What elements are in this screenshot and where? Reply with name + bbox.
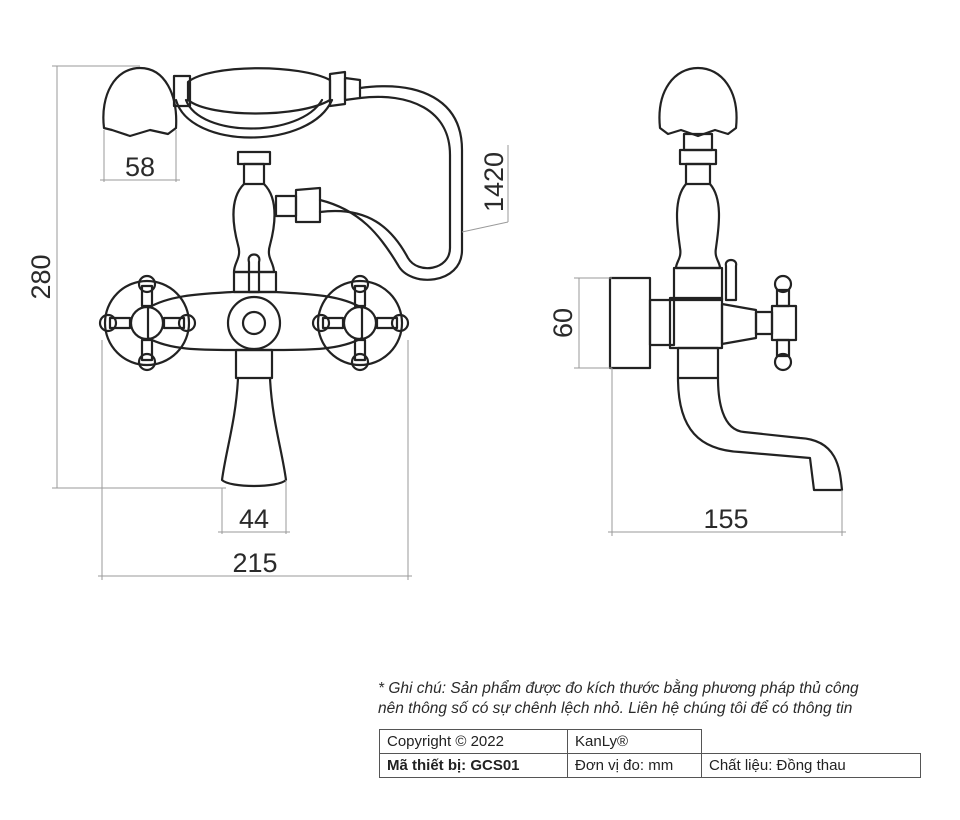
brand-cell: KanLy® (567, 729, 702, 754)
model-cell: Mã thiết bị: GCS01 (379, 753, 568, 778)
dim-155: 155 (703, 504, 748, 534)
info-table: Copyright © 2022 KanLy® Mã thiết bị: GCS… (379, 729, 921, 778)
riser (232, 182, 276, 274)
note-line-2: nên thông số có sự chênh lệch nhỏ. Liên … (378, 700, 853, 717)
side-spout (676, 376, 844, 492)
empty-cell (701, 729, 920, 754)
front-view (98, 66, 464, 488)
handset-holder (102, 66, 178, 138)
side-holder (658, 66, 738, 138)
material-cell: Chất liệu: Đồng thau (701, 753, 921, 778)
unit-cell: Đơn vị đo: mm (567, 753, 702, 778)
wall-flange (608, 276, 652, 370)
dim-1420: 1420 (479, 152, 509, 212)
measurement-note: * Ghi chú: Sản phẩm được đo kích thước b… (378, 679, 938, 719)
dim-44: 44 (239, 504, 269, 534)
right-wall-plate (316, 279, 404, 367)
handset-body (186, 67, 332, 115)
dim-58: 58 (125, 152, 155, 182)
side-view (608, 66, 844, 492)
dim-280: 280 (26, 254, 56, 299)
dim-60: 60 (548, 308, 578, 338)
note-line-1: * Ghi chú: Sản phẩm được đo kích thước b… (378, 680, 859, 697)
copyright-cell: Copyright © 2022 (379, 729, 568, 754)
shower-hose (318, 85, 464, 281)
dim-215: 215 (232, 548, 277, 578)
front-spout (220, 376, 288, 488)
left-wall-plate (103, 279, 191, 367)
